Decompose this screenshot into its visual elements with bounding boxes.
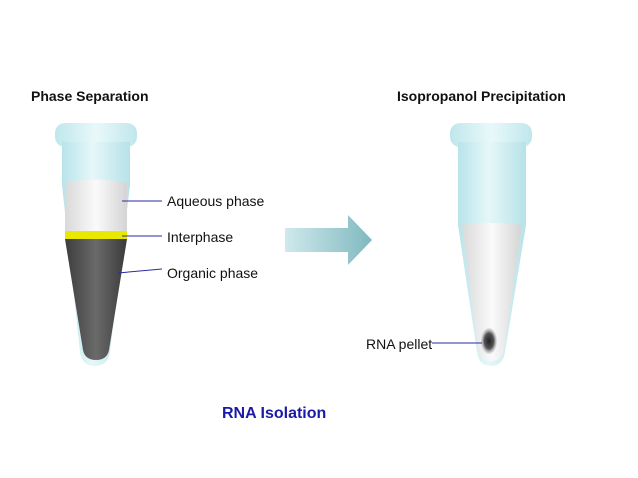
diagram-title: RNA Isolation <box>222 405 327 422</box>
right-tube <box>450 123 532 366</box>
right-liquid <box>462 223 522 361</box>
interphase-label: Interphase <box>167 229 234 245</box>
right-heading: Isopropanol Precipitation <box>397 88 566 104</box>
left-tube <box>55 123 137 366</box>
pellet-label: RNA pellet <box>366 336 433 352</box>
organic-leader <box>117 268 163 274</box>
process-arrow <box>285 215 372 265</box>
right-tube-cap <box>450 123 532 147</box>
organic-layer <box>65 239 127 360</box>
organic-label: Organic phase <box>167 265 259 281</box>
left-tube-cap <box>55 123 137 147</box>
interphase-layer <box>65 231 127 239</box>
rna-pellet <box>481 328 497 354</box>
aqueous-label: Aqueous phase <box>167 193 265 209</box>
left-heading: Phase Separation <box>31 88 149 104</box>
aqueous-layer <box>65 179 127 231</box>
